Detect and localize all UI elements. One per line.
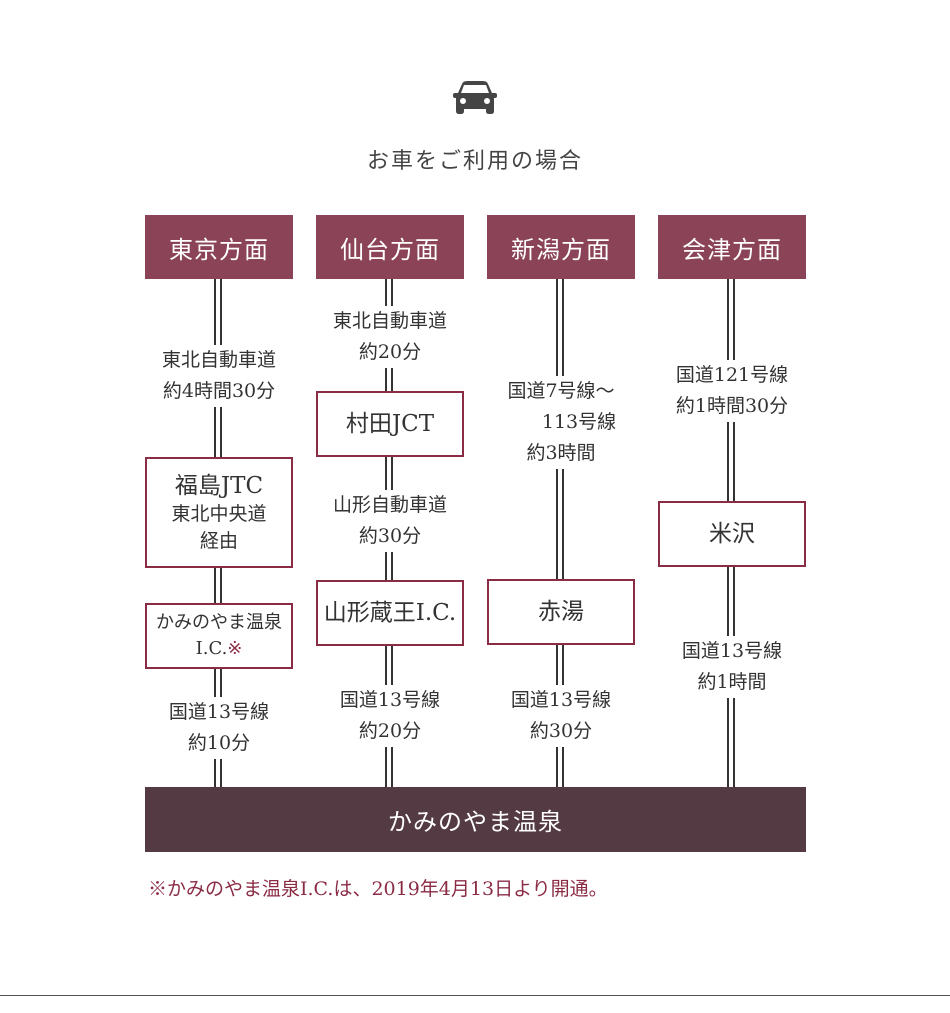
route-time: 約3時間 — [526, 442, 596, 464]
node-name: 福島JTC — [174, 472, 264, 499]
node-name: I.C. — [195, 638, 228, 659]
route-time: 約30分 — [529, 720, 593, 742]
divider — [0, 995, 950, 996]
route-time: 約20分 — [358, 720, 422, 742]
junction-node: 米沢 — [658, 501, 806, 567]
heading-tokyo: 東京方面 — [145, 215, 293, 279]
route-time: 約1時間 — [697, 671, 767, 693]
route-label: 東北自動車道 約4時間30分 — [140, 345, 298, 407]
route-name: 国道7号線～ — [507, 380, 615, 402]
node-name: 米沢 — [709, 521, 755, 547]
route-line-niigata — [556, 279, 564, 787]
node-name: 赤湯 — [538, 599, 584, 625]
node-detail: 経由 — [199, 529, 238, 552]
route-name: 国道13号線 — [681, 640, 783, 662]
route-label: 山形自動車道 約30分 — [311, 490, 469, 552]
destination-bar: かみのやま温泉 — [145, 787, 806, 852]
junction-node: 村田JCT — [316, 391, 464, 457]
route-name: 国道13号線 — [339, 689, 441, 711]
route-name: 国道121号線 — [675, 364, 789, 386]
heading-niigata: 新潟方面 — [487, 215, 635, 279]
node-name: 山形蔵王I.C. — [323, 600, 457, 626]
heading-aizu: 会津方面 — [658, 215, 806, 279]
route-name: 東北自動車道 — [332, 310, 447, 332]
route-time: 約30分 — [358, 525, 422, 547]
route-label: 国道13号線 約1時間 — [653, 636, 811, 698]
interchange-node: 山形蔵王I.C. — [316, 580, 464, 646]
route-name: 東北自動車道 — [161, 349, 276, 371]
route-name: 山形自動車道 — [332, 494, 447, 516]
junction-node: 赤湯 — [487, 579, 635, 645]
route-name: 113号線 — [541, 411, 617, 433]
car-icon — [453, 81, 497, 114]
route-time: 約10分 — [187, 732, 251, 754]
node-detail: 東北中央道 — [171, 502, 267, 525]
interchange-node: かみのやま温泉 I.C.※ — [145, 603, 293, 669]
page-title: お車をご利用の場合 — [366, 149, 583, 174]
route-name: 国道13号線 — [168, 701, 270, 723]
heading-sendai: 仙台方面 — [316, 215, 464, 279]
route-label: 国道121号線 約1時間30分 — [653, 360, 811, 422]
route-label: 国道13号線 約10分 — [140, 697, 298, 759]
footnote: ※かみのやま温泉I.C.は、2019年4月13日より開通。 — [148, 878, 608, 900]
note-mark: ※ — [227, 638, 243, 659]
route-label: 東北自動車道 約20分 — [311, 306, 469, 368]
route-time: 約20分 — [358, 341, 422, 363]
route-label: 国道13号線 約20分 — [311, 685, 469, 747]
route-time: 約1時間30分 — [675, 395, 789, 417]
node-name: 村田JCT — [345, 411, 435, 437]
route-name: 国道13号線 — [510, 689, 612, 711]
junction-node: 福島JTC 東北中央道 経由 — [145, 457, 293, 568]
route-label: 国道7号線～ 113号線 約3時間 — [482, 376, 640, 469]
route-label: 国道13号線 約30分 — [482, 685, 640, 747]
node-name: かみのやま温泉 — [156, 612, 282, 633]
route-time: 約4時間30分 — [162, 380, 276, 402]
